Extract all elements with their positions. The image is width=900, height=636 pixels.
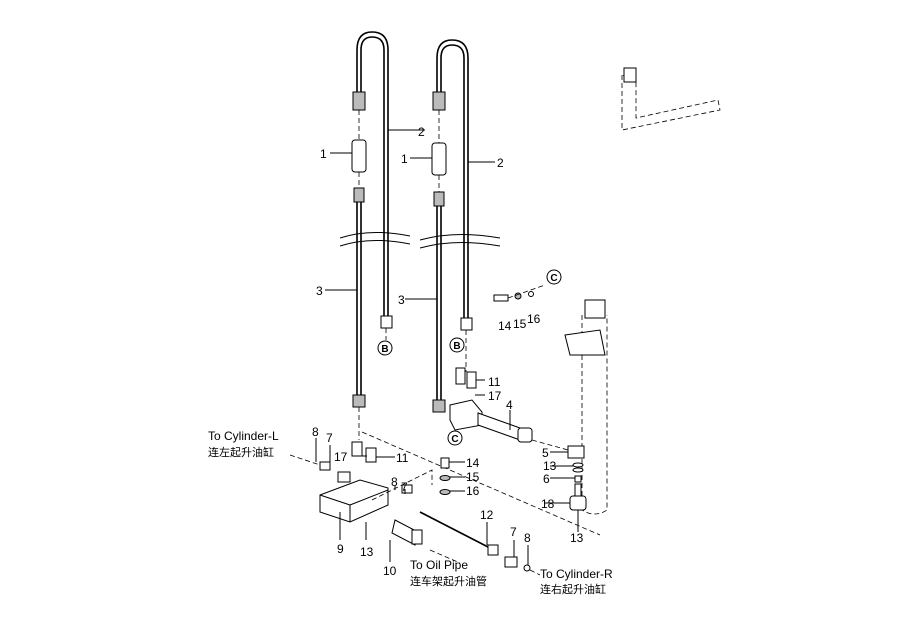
right-hose-assembly xyxy=(419,39,501,413)
ref-c: C xyxy=(550,273,557,284)
fork-icon xyxy=(621,67,721,131)
callout: 6 xyxy=(543,472,550,486)
callout: 16 xyxy=(466,484,480,498)
ref-b: B xyxy=(381,344,388,355)
ref-b: B xyxy=(453,341,460,352)
callout: 2 xyxy=(418,125,425,139)
destination-labels: To Cylinder-L 连左起升油缸 To Oil Pipe 连车架起升油管… xyxy=(208,429,613,596)
callout: 11 xyxy=(396,451,409,465)
callout: 15 xyxy=(466,470,480,484)
callout: 14 xyxy=(498,319,512,333)
callout: 1 xyxy=(401,152,408,166)
to-cylinder-r-label: To Cylinder-R xyxy=(540,567,613,581)
callout: 4 xyxy=(506,398,513,412)
callout: 17 xyxy=(334,450,348,464)
callout: 11 xyxy=(488,375,501,389)
callout: 13 xyxy=(360,545,374,559)
left-hose-assembly xyxy=(339,31,411,440)
lift-cylinder xyxy=(564,299,608,515)
to-oil-pipe-label-zh: 连车架起升油管 xyxy=(410,574,487,588)
ref-c: C xyxy=(451,434,458,445)
reference-markers: B B C C xyxy=(377,269,562,446)
callout: 8 xyxy=(312,425,319,439)
valve-block-9 xyxy=(289,431,601,576)
to-cylinder-l-label-zh: 连左起升油缸 xyxy=(208,445,274,459)
callout: 12 xyxy=(480,508,494,522)
callout: 3 xyxy=(316,284,323,298)
callout: 8 xyxy=(391,475,398,489)
leader-lines xyxy=(315,129,579,565)
small-parts xyxy=(439,284,546,495)
callout: 15 xyxy=(513,317,527,331)
callout: 10 xyxy=(383,564,397,578)
callout: 16 xyxy=(527,312,541,326)
callout: 8 xyxy=(524,531,531,545)
callout: 18 xyxy=(541,497,555,511)
callout: 7 xyxy=(401,480,408,494)
callout: 7 xyxy=(510,525,517,539)
callout: 5 xyxy=(542,446,549,460)
callout-numbers: 1 2 1 2 3 3 14 15 16 11 17 4 5 13 6 18 1… xyxy=(312,125,584,578)
callout: 3 xyxy=(398,293,405,307)
callout: 9 xyxy=(337,542,344,556)
callout: 17 xyxy=(488,389,502,403)
callout: 14 xyxy=(466,456,480,470)
to-cylinder-l-label: To Cylinder-L xyxy=(208,429,279,443)
to-cylinder-r-label-zh: 连右起升油缸 xyxy=(540,582,606,596)
to-oil-pipe-label: To Oil Pipe xyxy=(410,558,468,572)
callout: 7 xyxy=(326,431,333,445)
callout: 13 xyxy=(570,531,584,545)
callout: 1 xyxy=(320,147,327,161)
callout: 2 xyxy=(497,156,504,170)
callout: 13 xyxy=(543,459,557,473)
bracket-4 xyxy=(449,367,569,451)
